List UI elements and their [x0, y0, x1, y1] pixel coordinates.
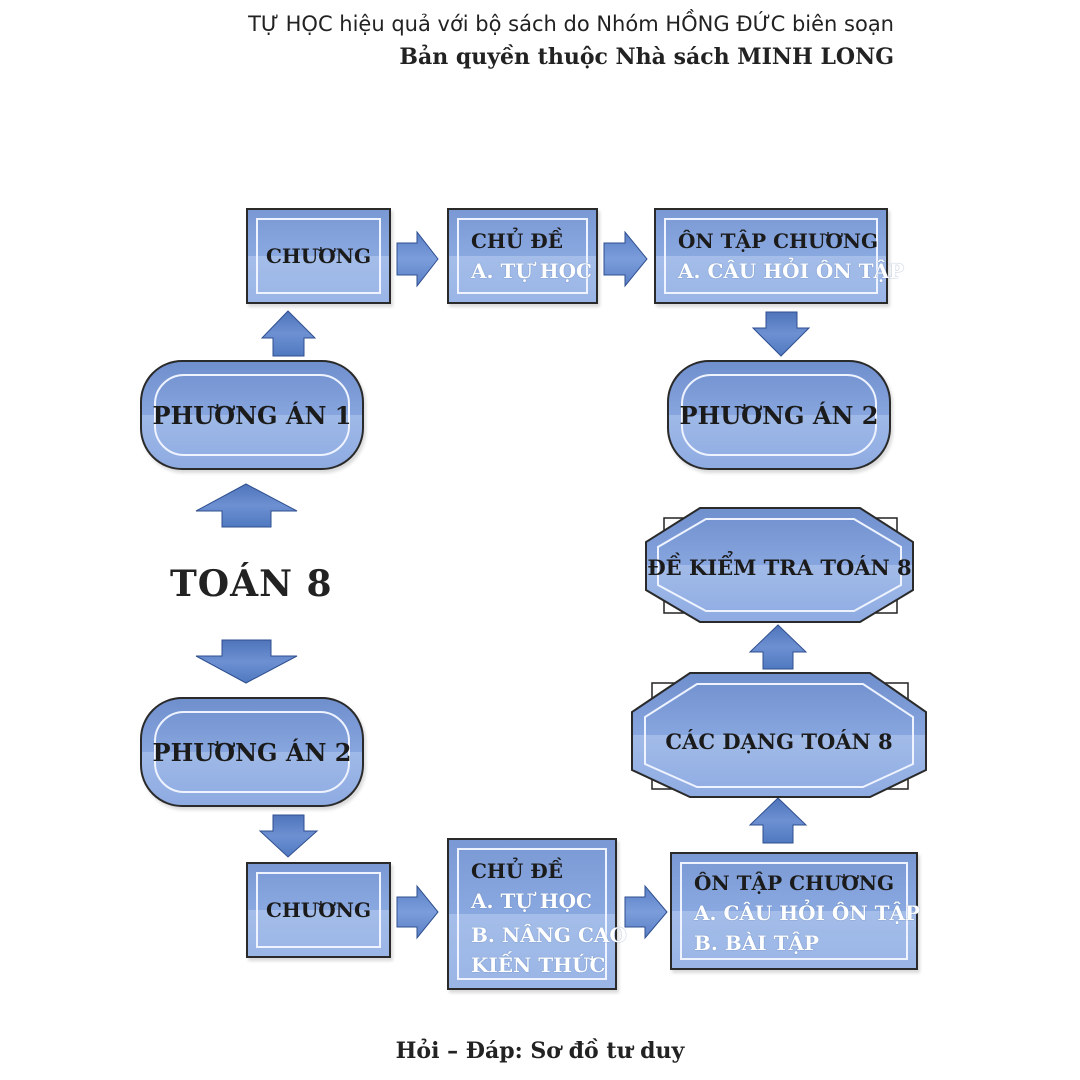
chapter-label: CHƯƠNG [265, 244, 372, 268]
review-item: A. CÂU HỎI ÔN TẬP [694, 901, 921, 925]
chapter-label: CHƯƠNG [265, 898, 372, 922]
arrow-down-icon [751, 311, 811, 357]
octagon-shape [645, 507, 914, 623]
octagon-shape [631, 672, 927, 798]
forms-label: CÁC DẠNG TOÁN 8 [665, 729, 893, 754]
topic-box-top: CHỦ ĐỀ A. TỰ HỌC [447, 208, 598, 304]
review-item: B. BÀI TẬP [694, 931, 820, 955]
topic-item: KIẾN THỨC [471, 953, 606, 977]
center-title: TOÁN 8 [170, 563, 333, 605]
chapter-box-top: CHƯƠNG [246, 208, 391, 304]
plan-2-pill-right: PHƯƠNG ÁN 2 [667, 360, 891, 470]
topic-item: A. TỰ HỌC [471, 259, 592, 283]
topic-title: CHỦ ĐỀ [471, 859, 563, 883]
arrow-right-icon [396, 230, 439, 288]
plan-2-label: PHƯƠNG ÁN 2 [152, 737, 352, 767]
header-line-1: TỰ HỌC hiệu quả với bộ sách do Nhóm HỒNG… [248, 12, 894, 36]
arrow-down-icon [258, 814, 319, 858]
review-item: A. CÂU HỎI ÔN TẬP [678, 259, 905, 283]
plan-2-label: PHƯƠNG ÁN 2 [679, 400, 879, 430]
arrow-right-icon [603, 230, 648, 288]
arrow-up-icon [195, 483, 298, 528]
arrow-down-icon [195, 639, 298, 684]
topic-item: B. NÂNG CAO [471, 923, 627, 947]
arrow-up-icon [748, 797, 808, 844]
arrow-right-icon [396, 884, 439, 940]
plan-1-pill: PHƯƠNG ÁN 1 [140, 360, 364, 470]
topic-item: A. TỰ HỌC [471, 889, 592, 913]
plan-2-pill-left: PHƯƠNG ÁN 2 [140, 697, 364, 807]
topic-title: CHỦ ĐỀ [471, 229, 563, 253]
header-line-2: Bản quyền thuộc Nhà sách MINH LONG [399, 44, 894, 70]
review-box-bottom: ÔN TẬP CHƯƠNG A. CÂU HỎI ÔN TẬP B. BÀI T… [670, 852, 921, 970]
footer-caption: Hỏi – Đáp: Sơ đồ tư duy [395, 1038, 685, 1064]
arrow-up-icon [748, 624, 808, 670]
plan-1-label: PHƯƠNG ÁN 1 [152, 400, 352, 430]
topic-box-bottom: CHỦ ĐỀ A. TỰ HỌC B. NÂNG CAO KIẾN THỨC [447, 838, 627, 990]
review-box-top: ÔN TẬP CHƯƠNG A. CÂU HỎI ÔN TẬP [654, 208, 905, 304]
arrow-right-icon [624, 884, 668, 940]
tests-label: ĐỀ KIỂM TRA TOÁN 8 [647, 555, 912, 580]
chapter-box-bottom: CHƯƠNG [246, 862, 391, 958]
review-title: ÔN TẬP CHƯƠNG [678, 229, 879, 253]
review-title: ÔN TẬP CHƯƠNG [694, 871, 895, 895]
arrow-up-icon [260, 310, 317, 357]
